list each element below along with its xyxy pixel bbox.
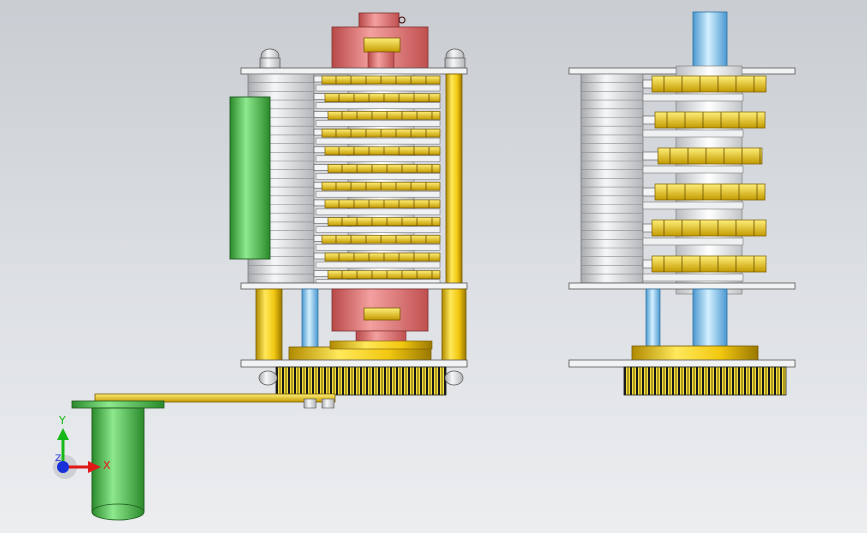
top-coupling[interactable] [331, 12, 429, 72]
wafer-stack-right[interactable] [580, 65, 767, 295]
wafer-plate [315, 261, 441, 269]
wafer-plate [315, 173, 441, 180]
wafer-plate [642, 93, 744, 102]
shaft-top-right[interactable] [692, 11, 728, 71]
z-axis-dot [57, 461, 69, 473]
contact-ring [324, 199, 441, 209]
contact-ring [327, 270, 441, 280]
contact-ring [657, 147, 763, 165]
contact-ring [327, 217, 441, 226]
contact-ring [651, 219, 767, 237]
lower-drive-section[interactable] [255, 288, 467, 363]
contact-ring [327, 164, 441, 173]
z-axis-label: Z [55, 454, 62, 464]
x-axis-label: X [103, 459, 111, 472]
gear-hub-right[interactable] [631, 345, 759, 362]
contact-ring [654, 111, 766, 129]
wafer-plate [642, 237, 744, 246]
bottom-plate-right[interactable] [568, 359, 796, 368]
nut-bottom-left [258, 370, 278, 386]
wafer-plate [315, 190, 441, 198]
wafer-plate [315, 120, 441, 127]
green-capacitor[interactable] [229, 96, 271, 260]
y-axis-label: Y [59, 414, 66, 427]
contact-ring [651, 75, 767, 93]
wafer-plate [642, 273, 744, 282]
contact-ring [327, 111, 441, 120]
green-knob[interactable] [71, 400, 165, 521]
wafer-plate [315, 208, 441, 216]
support-post-right[interactable] [445, 73, 463, 286]
rotary-switch-left[interactable] [229, 12, 468, 396]
shaft-bottom-right[interactable] [692, 288, 728, 350]
coordinate-triad [53, 428, 101, 479]
wafer-plate [642, 201, 744, 210]
middle-plate[interactable] [240, 282, 468, 290]
wafer-plate [315, 84, 441, 92]
wafer-plate [315, 155, 441, 163]
lever-arm[interactable] [94, 393, 336, 409]
nut-bottom-right [444, 370, 464, 386]
y-axis-arrowhead [57, 428, 69, 440]
drive-gear-left[interactable] [275, 366, 447, 396]
contact-ring [324, 252, 441, 262]
shaft-small-right[interactable] [645, 288, 661, 350]
drive-gear-right[interactable] [623, 366, 787, 396]
wafer-plate [315, 226, 441, 233]
rotary-switch-right[interactable] [568, 11, 796, 396]
wafer-plate [642, 129, 744, 138]
middle-plate-right[interactable] [568, 282, 796, 290]
x-axis-arrowhead [88, 461, 101, 473]
wafer-plate [315, 102, 441, 109]
contact-ring [324, 93, 441, 103]
contact-ring [654, 183, 766, 201]
contact-ring [324, 146, 441, 156]
contact-ring [651, 255, 767, 273]
bottom-plate[interactable] [240, 359, 468, 368]
wafer-plate [315, 244, 441, 251]
wafer-plate [315, 137, 441, 145]
wafer-plate [642, 165, 744, 174]
wafer-stack-left[interactable] [247, 73, 441, 286]
